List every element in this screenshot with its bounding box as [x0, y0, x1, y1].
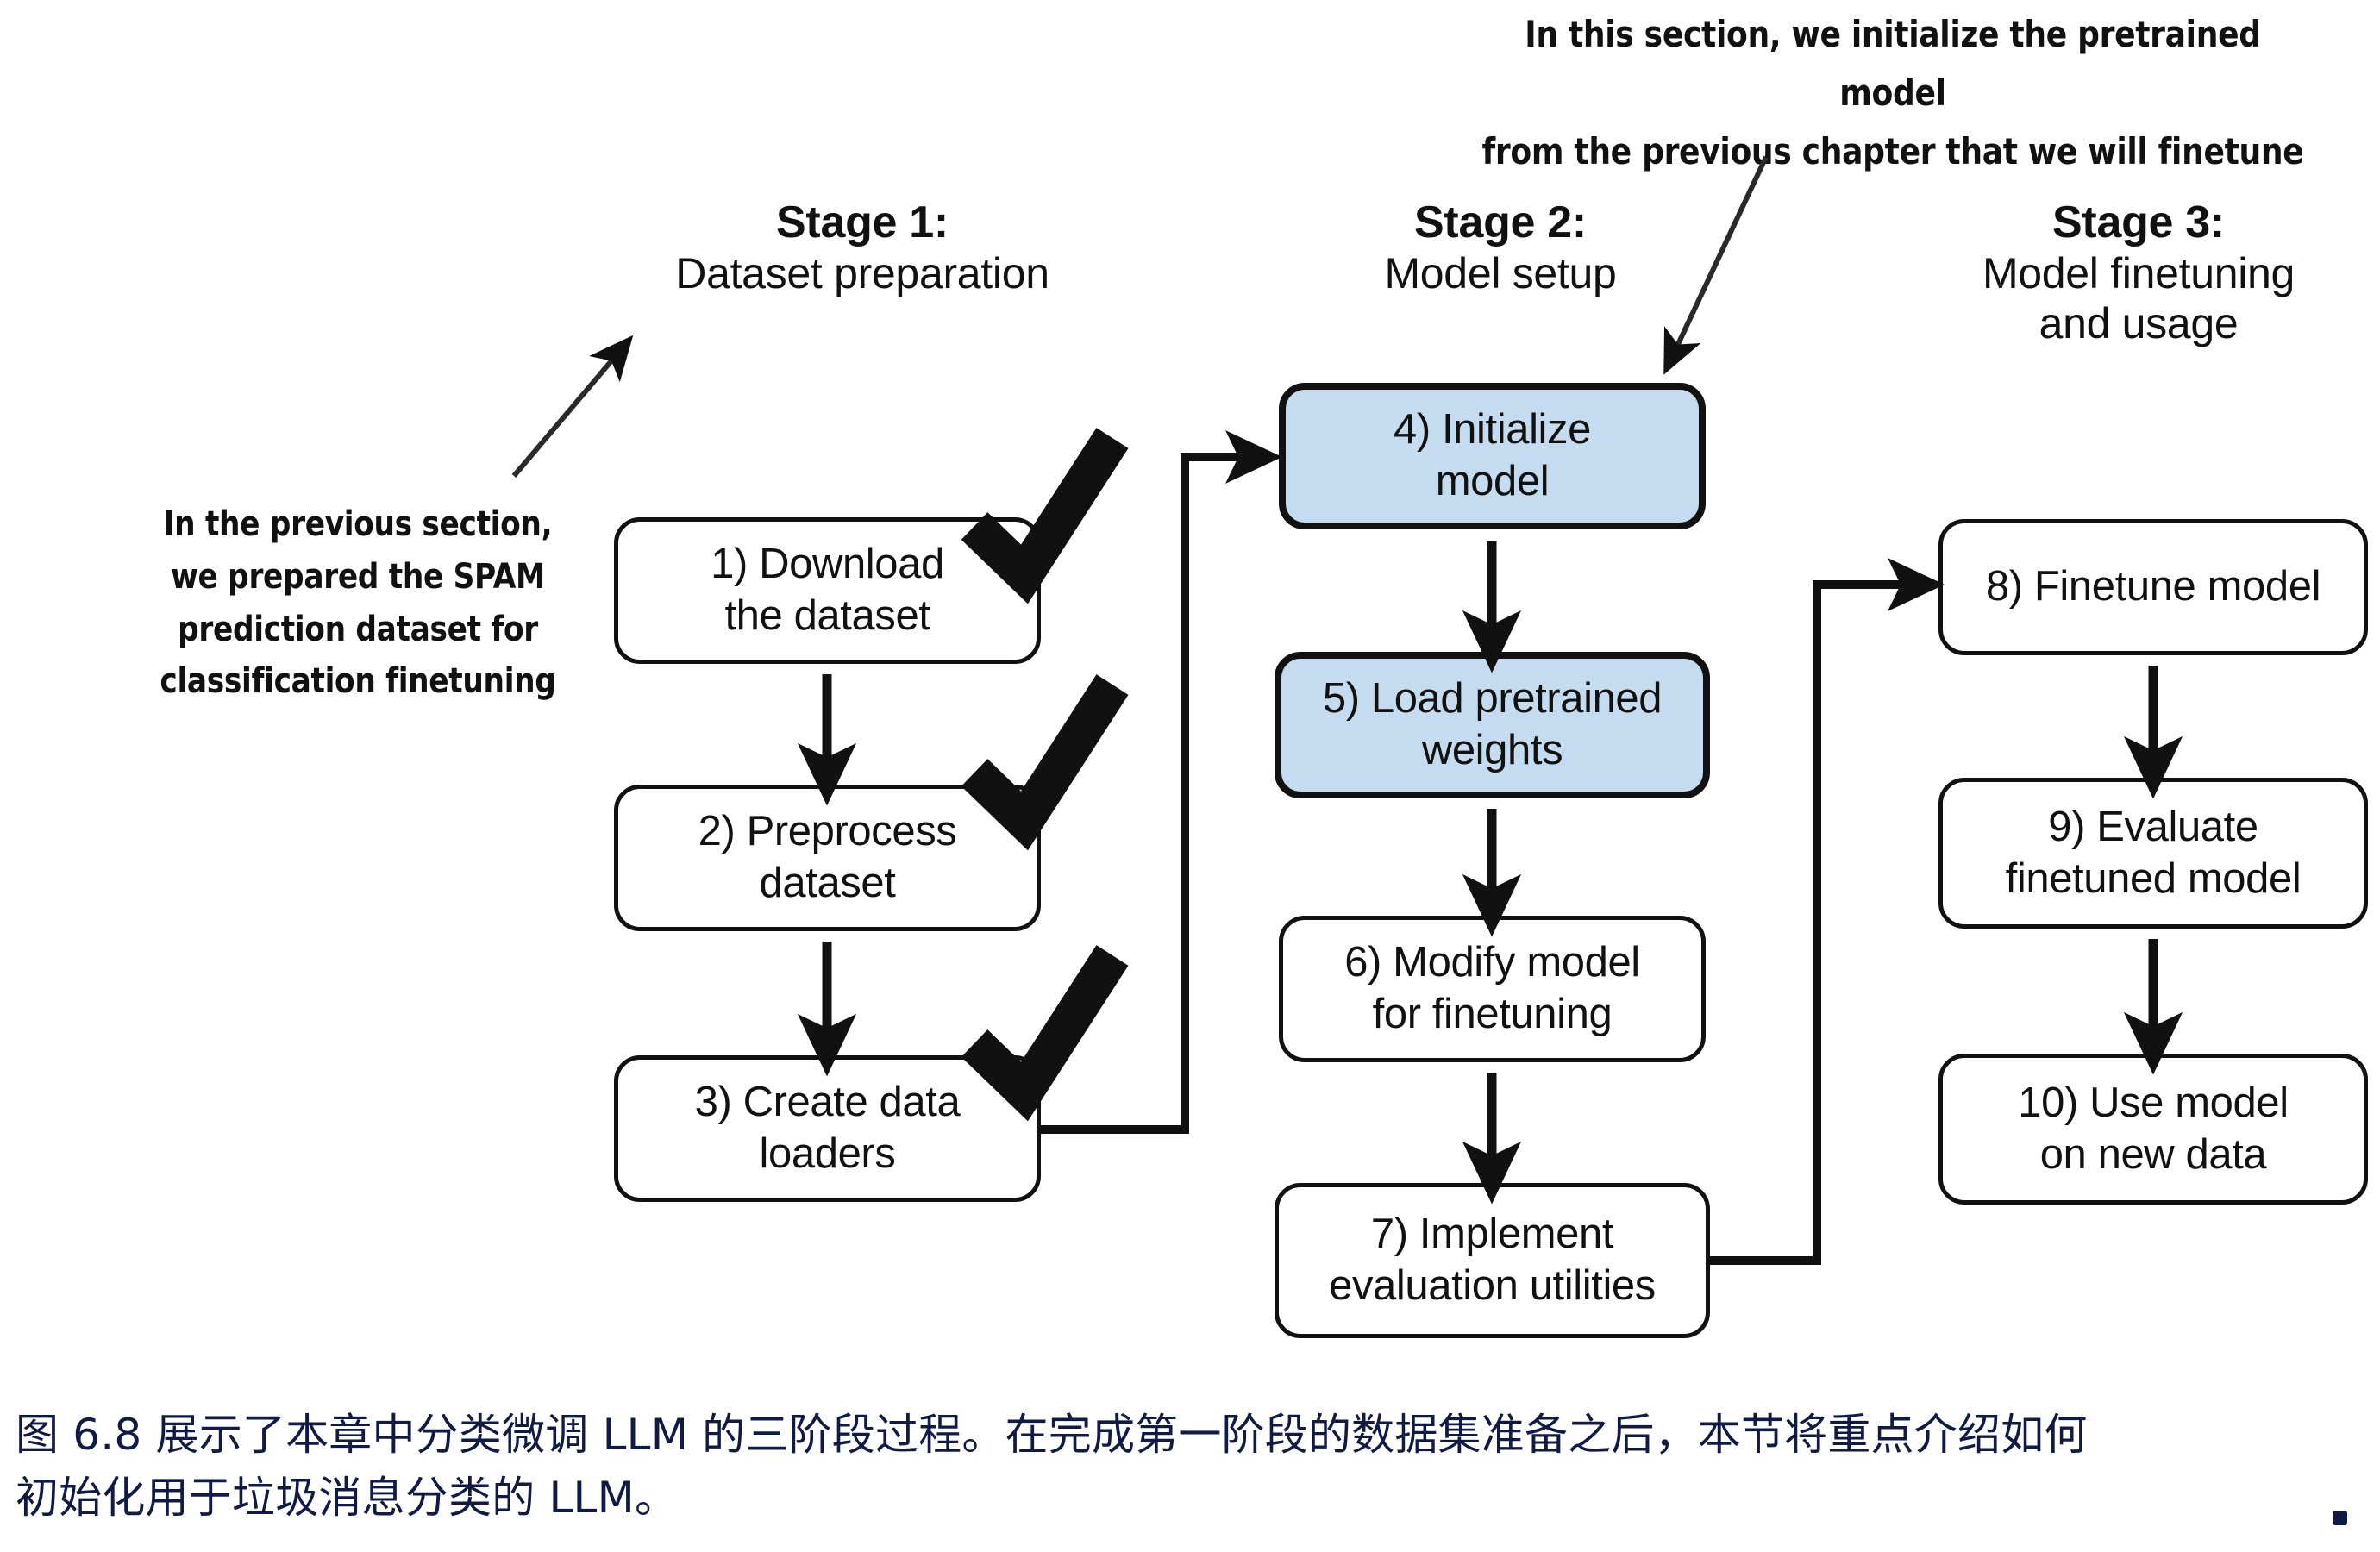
stage-3-title: Stage 3: — [2052, 197, 2225, 247]
flow-node-5[interactable]: 5) Load pretrained weights — [1275, 652, 1710, 798]
flow-node-4[interactable]: 4) Initialize model — [1279, 383, 1706, 529]
stage-heading-1: Stage 1: Dataset preparation — [535, 197, 1190, 298]
flow-node-1-label: 1) Download the dataset — [711, 541, 944, 639]
flow-node-4-label: 4) Initialize model — [1393, 406, 1591, 504]
flow-node-6-label: 6) Modify model for finetuning — [1344, 939, 1640, 1037]
stage-1-subtitle: Dataset preparation — [675, 249, 1049, 298]
flow-node-7[interactable]: 7) Implement evaluation utilities — [1275, 1183, 1710, 1338]
flow-node-9[interactable]: 9) Evaluate finetuned model — [1938, 778, 2368, 929]
connector-node7-to-node8 — [1710, 558, 1945, 1265]
connector-node3-to-node4 — [1041, 430, 1283, 1134]
flow-node-7-label: 7) Implement evaluation utilities — [1329, 1211, 1656, 1309]
stage-heading-2: Stage 2: Model setup — [1224, 197, 1776, 298]
annotation-this-section: In this section, we initialize the pretr… — [1481, 13, 2304, 173]
stage-1-title: Stage 1: — [776, 197, 949, 247]
flow-node-2-label: 2) Preprocess dataset — [698, 808, 957, 906]
flow-node-10[interactable]: 10) Use model on new data — [1938, 1054, 2368, 1205]
caption-end-dot — [2333, 1511, 2347, 1525]
stage-heading-3: Stage 3: Model finetuning and usage — [1897, 197, 2380, 348]
figure-caption: 图 6.8 展示了本章中分类微调 LLM 的三阶段过程。在完成第一阶段的数据集准… — [16, 1410, 2088, 1523]
flow-node-1[interactable]: 1) Download the dataset — [614, 517, 1041, 664]
annotation-arrow-left — [511, 335, 634, 478]
flow-node-8[interactable]: 8) Finetune model — [1938, 519, 2368, 655]
flow-node-10-label: 10) Use model on new data — [2018, 1079, 2289, 1178]
annotation-previous-section: In the previous section, we prepared the… — [160, 504, 556, 702]
stage-3-subtitle: Model finetuning and usage — [1982, 249, 2295, 348]
flow-node-9-label: 9) Evaluate finetuned model — [2005, 803, 2302, 902]
flow-node-2[interactable]: 2) Preprocess dataset — [614, 785, 1041, 931]
flow-node-5-label: 5) Load pretrained weights — [1322, 675, 1663, 773]
stage-2-title: Stage 2: — [1414, 197, 1587, 247]
flow-node-6[interactable]: 6) Modify model for finetuning — [1279, 916, 1706, 1062]
flow-node-8-label: 8) Finetune model — [1985, 563, 2321, 610]
flow-node-3[interactable]: 3) Create data loaders — [614, 1055, 1041, 1202]
flow-node-3-label: 3) Create data loaders — [694, 1079, 961, 1177]
stage-2-subtitle: Model setup — [1384, 249, 1617, 298]
